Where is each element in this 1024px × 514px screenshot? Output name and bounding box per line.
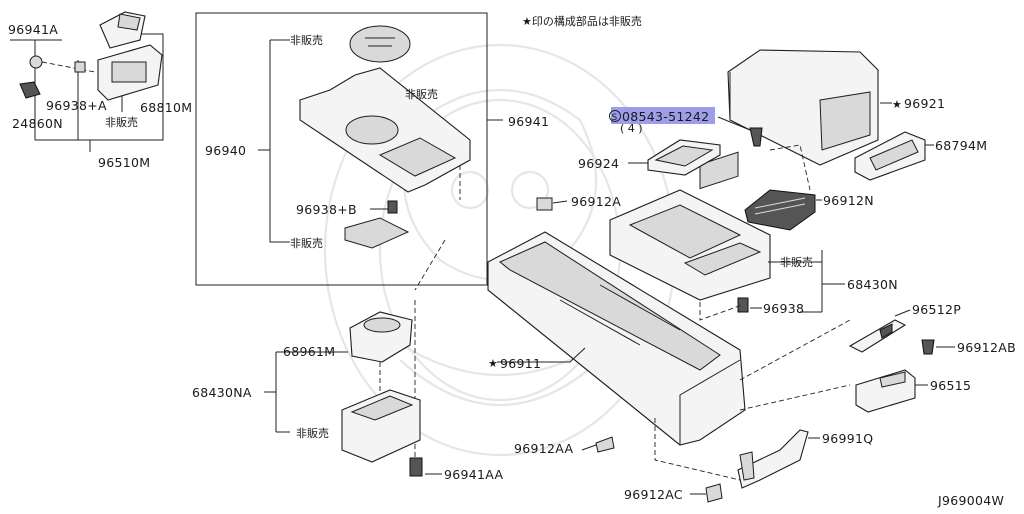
callout-24860N: 24860N	[12, 116, 63, 131]
callout-68810M: 68810M	[140, 100, 192, 115]
callout-68430N: 68430N	[847, 277, 898, 292]
callout-96938B: 96938+B	[296, 202, 357, 217]
screw-96912A	[536, 197, 553, 211]
not-sold-top-left: 非販売	[105, 116, 138, 129]
callout-96912AB: 96912AB	[957, 340, 1016, 355]
pocket-96515	[855, 369, 916, 413]
callout-96510M: 96510M	[98, 155, 150, 170]
callout-96924: 96924	[578, 156, 619, 171]
clip-96938	[737, 297, 749, 313]
callout-96515: 96515	[930, 378, 971, 393]
sym-s: S	[612, 113, 618, 123]
front-vent	[744, 189, 816, 231]
not-sold-box-top: 非販売	[290, 34, 323, 47]
rear-vent	[854, 131, 926, 181]
not-sold-right-mid: 非販売	[780, 256, 813, 269]
screw-96912AA	[595, 436, 615, 453]
header-note: ★印の構成部品は非販売	[522, 14, 642, 28]
cup-plate	[344, 217, 410, 249]
callout-08543-qty: ( 4 )	[620, 122, 643, 135]
callout-96940: 96940	[205, 143, 246, 158]
callout-96991Q: 96991Q	[822, 431, 873, 446]
bracket-96991Q	[737, 429, 809, 489]
callout-96912AC: 96912AC	[624, 487, 683, 502]
console-body	[487, 151, 746, 446]
shift-cover-group-box	[195, 12, 488, 286]
callout-96912AA: 96912AA	[514, 441, 573, 456]
screw-96912AB	[921, 339, 935, 355]
callout-96938: 96938	[763, 301, 804, 316]
screw-96912AC	[705, 483, 723, 503]
callout-96921: 96921	[904, 96, 945, 111]
ashtray-parts	[341, 311, 423, 477]
not-sold-lower-left: 非販売	[296, 427, 329, 440]
callout-68961M: 68961M	[283, 344, 335, 359]
star-96911: ★	[488, 357, 498, 370]
star-96921: ★	[892, 98, 902, 111]
highlight-08543	[611, 107, 715, 124]
clip-part	[29, 55, 43, 69]
callout-96512P: 96512P	[912, 302, 961, 317]
armrest-lid	[727, 49, 879, 166]
callout-96941AA: 96941AA	[444, 467, 503, 482]
callout-96938A: 96938+A	[46, 98, 107, 113]
callout-96911: 96911	[500, 356, 541, 371]
callout-68430NA: 68430NA	[192, 385, 252, 400]
callout-08543[interactable]: 08543-51242	[622, 109, 709, 124]
tray-mat	[647, 139, 721, 176]
callout-96912A: 96912A	[571, 194, 621, 209]
bracket-96512P	[848, 319, 907, 353]
shift-cover-parts	[299, 25, 471, 460]
top-left-assembly	[10, 11, 164, 152]
callout-96941A: 96941A	[8, 22, 58, 37]
console-box	[609, 189, 771, 301]
socket-part	[19, 81, 41, 99]
callout-96912N: 96912N	[823, 193, 874, 208]
callout-96941: 96941	[508, 114, 549, 129]
screw-08543	[749, 127, 763, 147]
shift-boot	[349, 25, 411, 63]
sym-s-circle	[609, 110, 621, 122]
figure-id: J969004W	[937, 493, 1004, 508]
not-sold-box-bottom: 非販売	[290, 237, 323, 250]
not-sold-box-right: 非販売	[405, 88, 438, 101]
callout-68794M: 68794M	[935, 138, 987, 153]
